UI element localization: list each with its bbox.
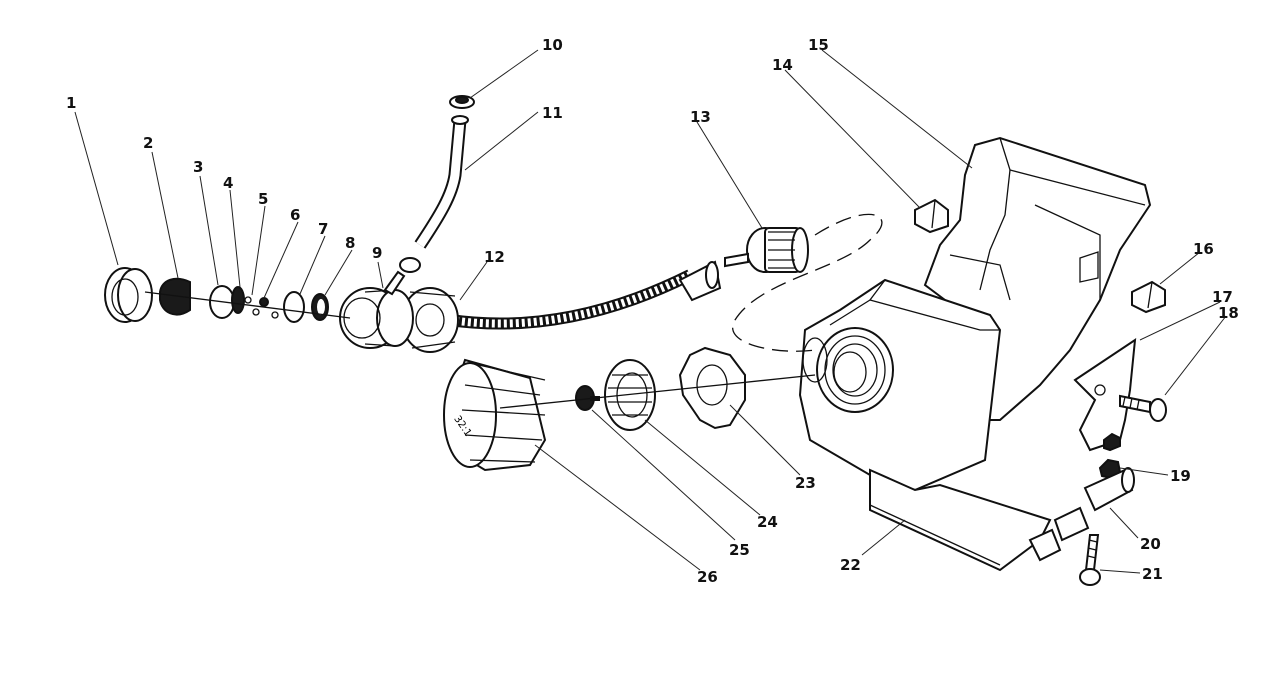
filler-housing [339, 270, 414, 349]
callout-20: 20 [1140, 535, 1161, 553]
fuel-hose [401, 260, 722, 353]
callout-11: 11 [542, 104, 563, 122]
callout-5: 5 [258, 190, 268, 208]
callout-12: 12 [484, 248, 505, 266]
callout-8: 8 [345, 234, 355, 252]
pickup-line-loop [732, 213, 883, 352]
screw-18 [1119, 394, 1167, 422]
assembly-axis-line [499, 374, 816, 409]
nut-19 [1098, 432, 1122, 480]
callout-18: 18 [1218, 304, 1239, 322]
mount-clips [914, 198, 1166, 314]
callout-7: 7 [318, 220, 328, 238]
leader-lines [74, 49, 1227, 574]
fuel-filter [724, 227, 809, 273]
callout-6: 6 [290, 206, 300, 224]
fuel-tank [798, 136, 1152, 572]
callout-10: 10 [542, 36, 563, 54]
screw-21 [1079, 534, 1101, 586]
callout-22: 22 [840, 556, 861, 574]
callout-labels: 1 2 3 4 5 6 7 8 9 10 11 12 13 14 15 16 1… [66, 36, 1239, 586]
callout-14: 14 [772, 56, 793, 74]
callout-26: 26 [697, 568, 718, 586]
callout-2: 2 [143, 134, 153, 152]
callout-19: 19 [1170, 467, 1191, 485]
callout-17: 17 [1212, 288, 1233, 306]
callout-16: 16 [1193, 240, 1214, 258]
mount-bushing [1028, 467, 1135, 562]
callout-24: 24 [757, 513, 778, 531]
callout-25: 25 [729, 541, 750, 559]
callout-1: 1 [66, 94, 76, 112]
callout-15: 15 [808, 36, 829, 54]
callout-3: 3 [193, 158, 203, 176]
callout-9: 9 [372, 244, 382, 262]
small-parts-stack [104, 267, 351, 323]
fuel-cap: 32:1 [443, 358, 547, 472]
callout-21: 21 [1142, 565, 1163, 583]
callout-4: 4 [223, 174, 233, 192]
vent-tube [399, 95, 475, 273]
callout-23: 23 [795, 474, 816, 492]
callout-13: 13 [690, 108, 711, 126]
